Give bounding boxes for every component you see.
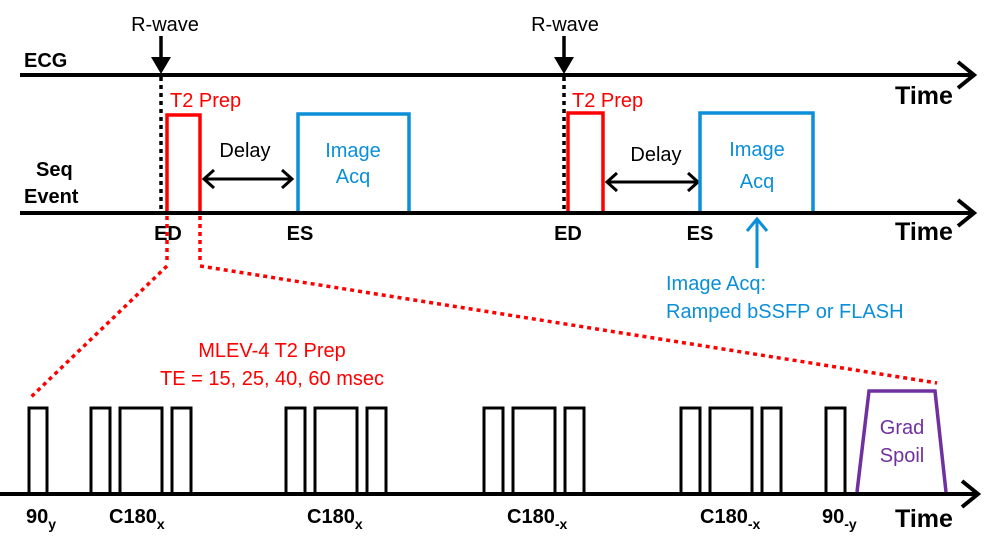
rf-pulse: [760, 406, 783, 493]
pulse-90y: [27, 406, 49, 493]
seq-label-line2: Event: [24, 186, 79, 208]
rf-pulse: [89, 406, 112, 493]
es-label: ES: [287, 223, 314, 245]
delay-arrow-left-icon: [201, 168, 216, 190]
grad-spoil-label-line2: Spoil: [880, 445, 924, 467]
rf-pulse: [708, 406, 754, 493]
grad-spoil-label-line1: Grad: [880, 417, 924, 439]
rf-pulse: [511, 406, 557, 493]
image-acq-note-arrow-icon: [745, 216, 769, 232]
mlev-title: MLEV-4 T2 Prep: [198, 340, 345, 362]
image-acq-label-line1: Image: [729, 139, 785, 161]
rwave-label: R-wave: [131, 14, 199, 36]
t2prep-block: [566, 111, 605, 211]
pulse-label-c180minusx-1: C180-x: [507, 506, 567, 532]
pulse-c180minusx-1: [482, 406, 586, 493]
seq-event-axis: [20, 198, 978, 228]
rf-pulse: [563, 406, 586, 493]
t2prep-label: T2 Prep: [170, 90, 241, 112]
es-label: ES: [687, 223, 714, 245]
delay-arrow-right-icon: [686, 171, 701, 193]
mlev-te-values: TE = 15, 25, 40, 60 msec: [160, 368, 384, 390]
ed-label: ED: [554, 223, 582, 245]
cardiac-cycle-1: R-wave T2 Prep Delay Image Acq ED ES: [131, 14, 411, 245]
rwave-arrow-icon: [151, 57, 171, 74]
pulse-label-c180x-2: C180x: [307, 506, 363, 532]
zoom-connector-left-diagonal: [28, 264, 169, 400]
mlev-axis-arrowhead-icon: [960, 479, 982, 509]
rf-pulse: [679, 406, 702, 493]
t2prep-block: [165, 113, 202, 211]
seq-time-label: Time: [895, 218, 953, 246]
image-acq-block: [296, 112, 411, 211]
pulse-label-c180minusx-2: C180-x: [700, 506, 760, 532]
rf-pulse: [482, 406, 505, 493]
rwave-label: R-wave: [531, 14, 599, 36]
pulse-c180x-1: [89, 406, 193, 493]
cardiac-cycle-2: R-wave T2 Prep Delay Image Acq ED ES Ima…: [531, 14, 903, 323]
ecg-label: ECG: [24, 50, 67, 72]
rf-pulse: [170, 406, 193, 493]
ecg-axis: [20, 60, 978, 90]
image-acq-label-line2: Acq: [740, 171, 774, 193]
pulse-c180x-2: [284, 406, 388, 493]
mlev-time-label: Time: [895, 505, 953, 533]
t2prep-label: T2 Prep: [572, 90, 643, 112]
delay-arrow-left-icon: [604, 171, 619, 193]
mlev-axis: [0, 479, 982, 509]
seq-axis-arrowhead-icon: [956, 198, 978, 228]
image-acq-block: [698, 111, 815, 211]
pulse-c180minusx-2: [679, 406, 783, 493]
rf-pulse: [824, 406, 847, 493]
pulse-90minusy: [824, 406, 847, 493]
image-acq-note-line2: Ramped bSSFP or FLASH: [666, 301, 904, 323]
image-acq-label-line2: Acq: [336, 166, 370, 188]
rf-pulse: [313, 406, 359, 493]
delay-label: Delay: [219, 140, 270, 162]
delay-label: Delay: [630, 144, 681, 166]
rf-pulse: [284, 406, 307, 493]
pulse-label-90y: 90y: [26, 506, 56, 532]
image-acq-note-line1: Image Acq:: [666, 273, 766, 295]
pulse-label-90minusy: 90-y: [822, 506, 857, 532]
ecg-axis-arrowhead-icon: [956, 60, 978, 90]
delay-arrow-right-icon: [280, 168, 295, 190]
zoom-connector-right-diagonal: [199, 264, 938, 385]
seq-label-line1: Seq: [36, 159, 73, 181]
ecg-time-label: Time: [895, 82, 953, 110]
rf-pulse: [365, 406, 388, 493]
rf-pulse: [118, 406, 164, 493]
pulse-labels: 90y C180x C180x C180-x C180-x 90-y: [26, 506, 857, 532]
pulse-label-c180x-1: C180x: [109, 506, 165, 532]
rf-pulses: [27, 406, 847, 493]
grad-spoil-trapezoid: [855, 389, 948, 493]
rf-pulse: [27, 406, 49, 493]
rwave-arrow-icon: [554, 57, 574, 74]
image-acq-label-line1: Image: [325, 140, 381, 162]
